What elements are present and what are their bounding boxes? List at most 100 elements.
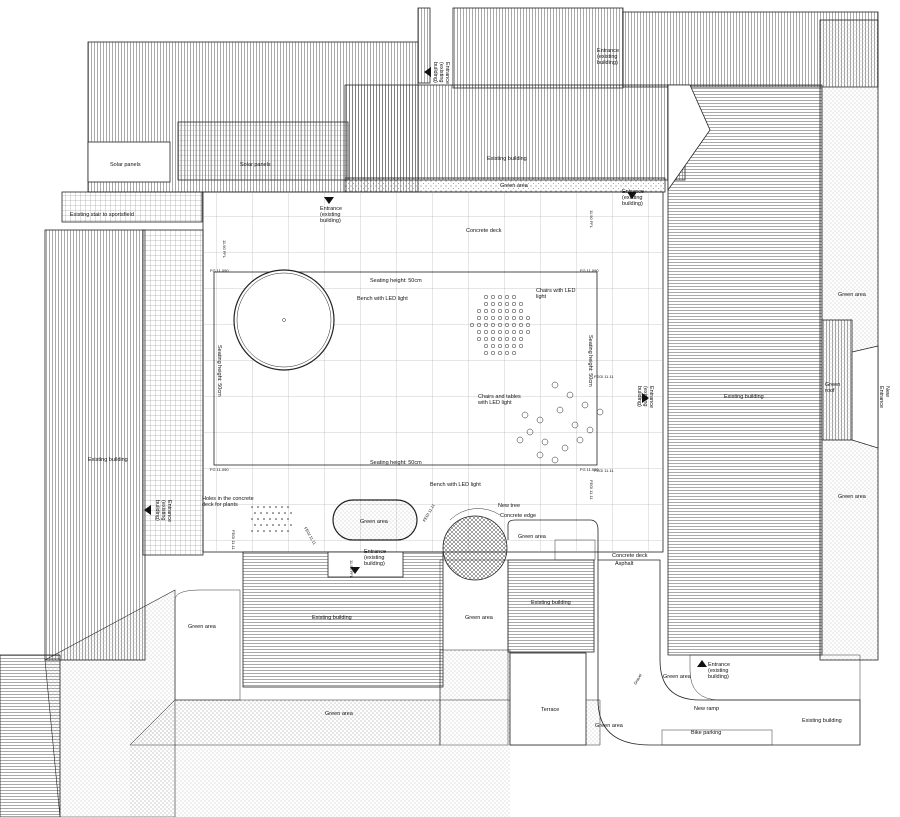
plant-hole-icon [287, 506, 289, 508]
led-chair-icon [497, 315, 503, 321]
label-green-area-center: Green area [465, 615, 494, 621]
plant-hole-icon [275, 518, 277, 520]
plant-hole-icon [284, 512, 286, 514]
table-chair-icon [521, 411, 529, 419]
label-concrete-edge: Concrete edge [500, 513, 536, 519]
label-solar-panels-2: Solar panels [240, 162, 271, 168]
label-seating-height-top: Seating height: 50cm [370, 278, 422, 284]
level-lvl-f: FEGl 11.11 [589, 480, 594, 500]
plant-hole-icon [266, 512, 268, 514]
table-chair-icon [536, 416, 544, 424]
entrance-arrow-icon [324, 197, 334, 204]
plant-hole-icon [269, 530, 271, 532]
led-chair-icon [483, 336, 489, 342]
label-existing-building-top: Existing building [487, 156, 527, 162]
led-chair-icon [511, 301, 517, 307]
table-chair-icon [516, 436, 524, 444]
entrance-arrow-icon [697, 660, 707, 667]
label-green-area-right-1: Green area [838, 292, 867, 298]
level-fg-bottom-right: FG 11.090 [580, 467, 599, 472]
label-existing-building-br: Existing building [802, 718, 842, 724]
building-bottom-mid [507, 519, 599, 746]
plant-hole-icon [290, 524, 292, 526]
plant-hole-icon [275, 530, 277, 532]
led-chair-icon [497, 336, 503, 342]
led-chair-icon [483, 322, 489, 328]
entrance-arrow-icon [627, 192, 637, 199]
led-chair-icon [518, 336, 524, 342]
plant-hole-icon [284, 524, 286, 526]
led-chair-icon [525, 315, 531, 321]
led-chair-icon [518, 329, 524, 335]
plant-hole-icon [263, 506, 265, 508]
led-chair-icon [518, 343, 524, 349]
label-entrance-vertical-top: Entrance(existingbuilding) [432, 62, 450, 84]
led-chair-icon [483, 294, 489, 300]
level-fg-bottom-left: FG 11.090 [210, 467, 229, 472]
table-chair-icon [571, 421, 579, 429]
label-gravel: Gravel [633, 673, 643, 686]
plant-hole-icon [254, 524, 256, 526]
label-bike-parking: Bike parking [691, 730, 721, 736]
entrance-arrow-icon [350, 567, 360, 574]
label-solar-panels-1: Solar panels [110, 162, 141, 168]
led-chair-icon [497, 329, 503, 335]
plant-hole-icon [281, 506, 283, 508]
led-chair-icon [476, 322, 482, 328]
led-chair-icon [518, 308, 524, 314]
level-lvl-e: FEGl 11.11 [594, 468, 614, 473]
led-chair-icon [490, 336, 496, 342]
led-chair-icon [525, 322, 531, 328]
led-chair-icon [511, 308, 517, 314]
led-chair-icon [511, 294, 517, 300]
led-chair-icon [490, 343, 496, 349]
table-chair-icon [551, 456, 559, 464]
gravel-path [597, 559, 861, 746]
label-existing-building-right: Existing building [724, 394, 764, 400]
plant-hole-icon [257, 518, 259, 520]
label-existing-building-mid: Existing building [531, 600, 571, 606]
table-chair-icon [526, 428, 534, 436]
plant-hole-icon [257, 506, 259, 508]
label-asphalt: Asphalt [615, 561, 634, 567]
led-chair-icon [504, 294, 510, 300]
plant-hole-icon [254, 512, 256, 514]
led-chair-icon [490, 294, 496, 300]
entrance-arrow-icon [144, 505, 151, 515]
level-lvl-c: 11.90 FFL [349, 560, 354, 579]
led-chair-icon [504, 329, 510, 335]
led-chair-icon [483, 301, 489, 307]
label-concrete-deck-small: Concrete deck [612, 553, 648, 559]
table-chair-icon [541, 438, 549, 446]
led-chair-icon [511, 329, 517, 335]
led-chair-icon [476, 315, 482, 321]
plant-hole-icon [278, 512, 280, 514]
led-chair-icon [497, 301, 503, 307]
label-green-area-oval: Green area [360, 519, 389, 525]
plant-hole-icon [257, 530, 259, 532]
label-green-area-bottom-right: Green area [663, 674, 692, 680]
plant-hole-icon [251, 518, 253, 520]
plant-hole-icon [272, 512, 274, 514]
led-chair-icon [497, 294, 503, 300]
green-area-oval [332, 499, 418, 541]
label-green-area-left: Green area [188, 624, 217, 630]
label-seating-height-right: Seating height: 50cm [587, 335, 593, 387]
led-chair-icon [504, 308, 510, 314]
led-chairs-cluster [469, 294, 531, 356]
led-chair-icon [525, 329, 531, 335]
led-chair-icon [476, 336, 482, 342]
led-chair-icon [483, 329, 489, 335]
plant-hole-icon [251, 506, 253, 508]
plant-hole-icon [287, 518, 289, 520]
led-chair-icon [490, 329, 496, 335]
led-chair-icon [490, 308, 496, 314]
label-entrance-left-vertical: Entrance(existingbuilding) [154, 500, 172, 522]
label-new-entrance: NewEntrance [878, 386, 890, 408]
label-green-area-right-2: Green area [838, 494, 867, 500]
